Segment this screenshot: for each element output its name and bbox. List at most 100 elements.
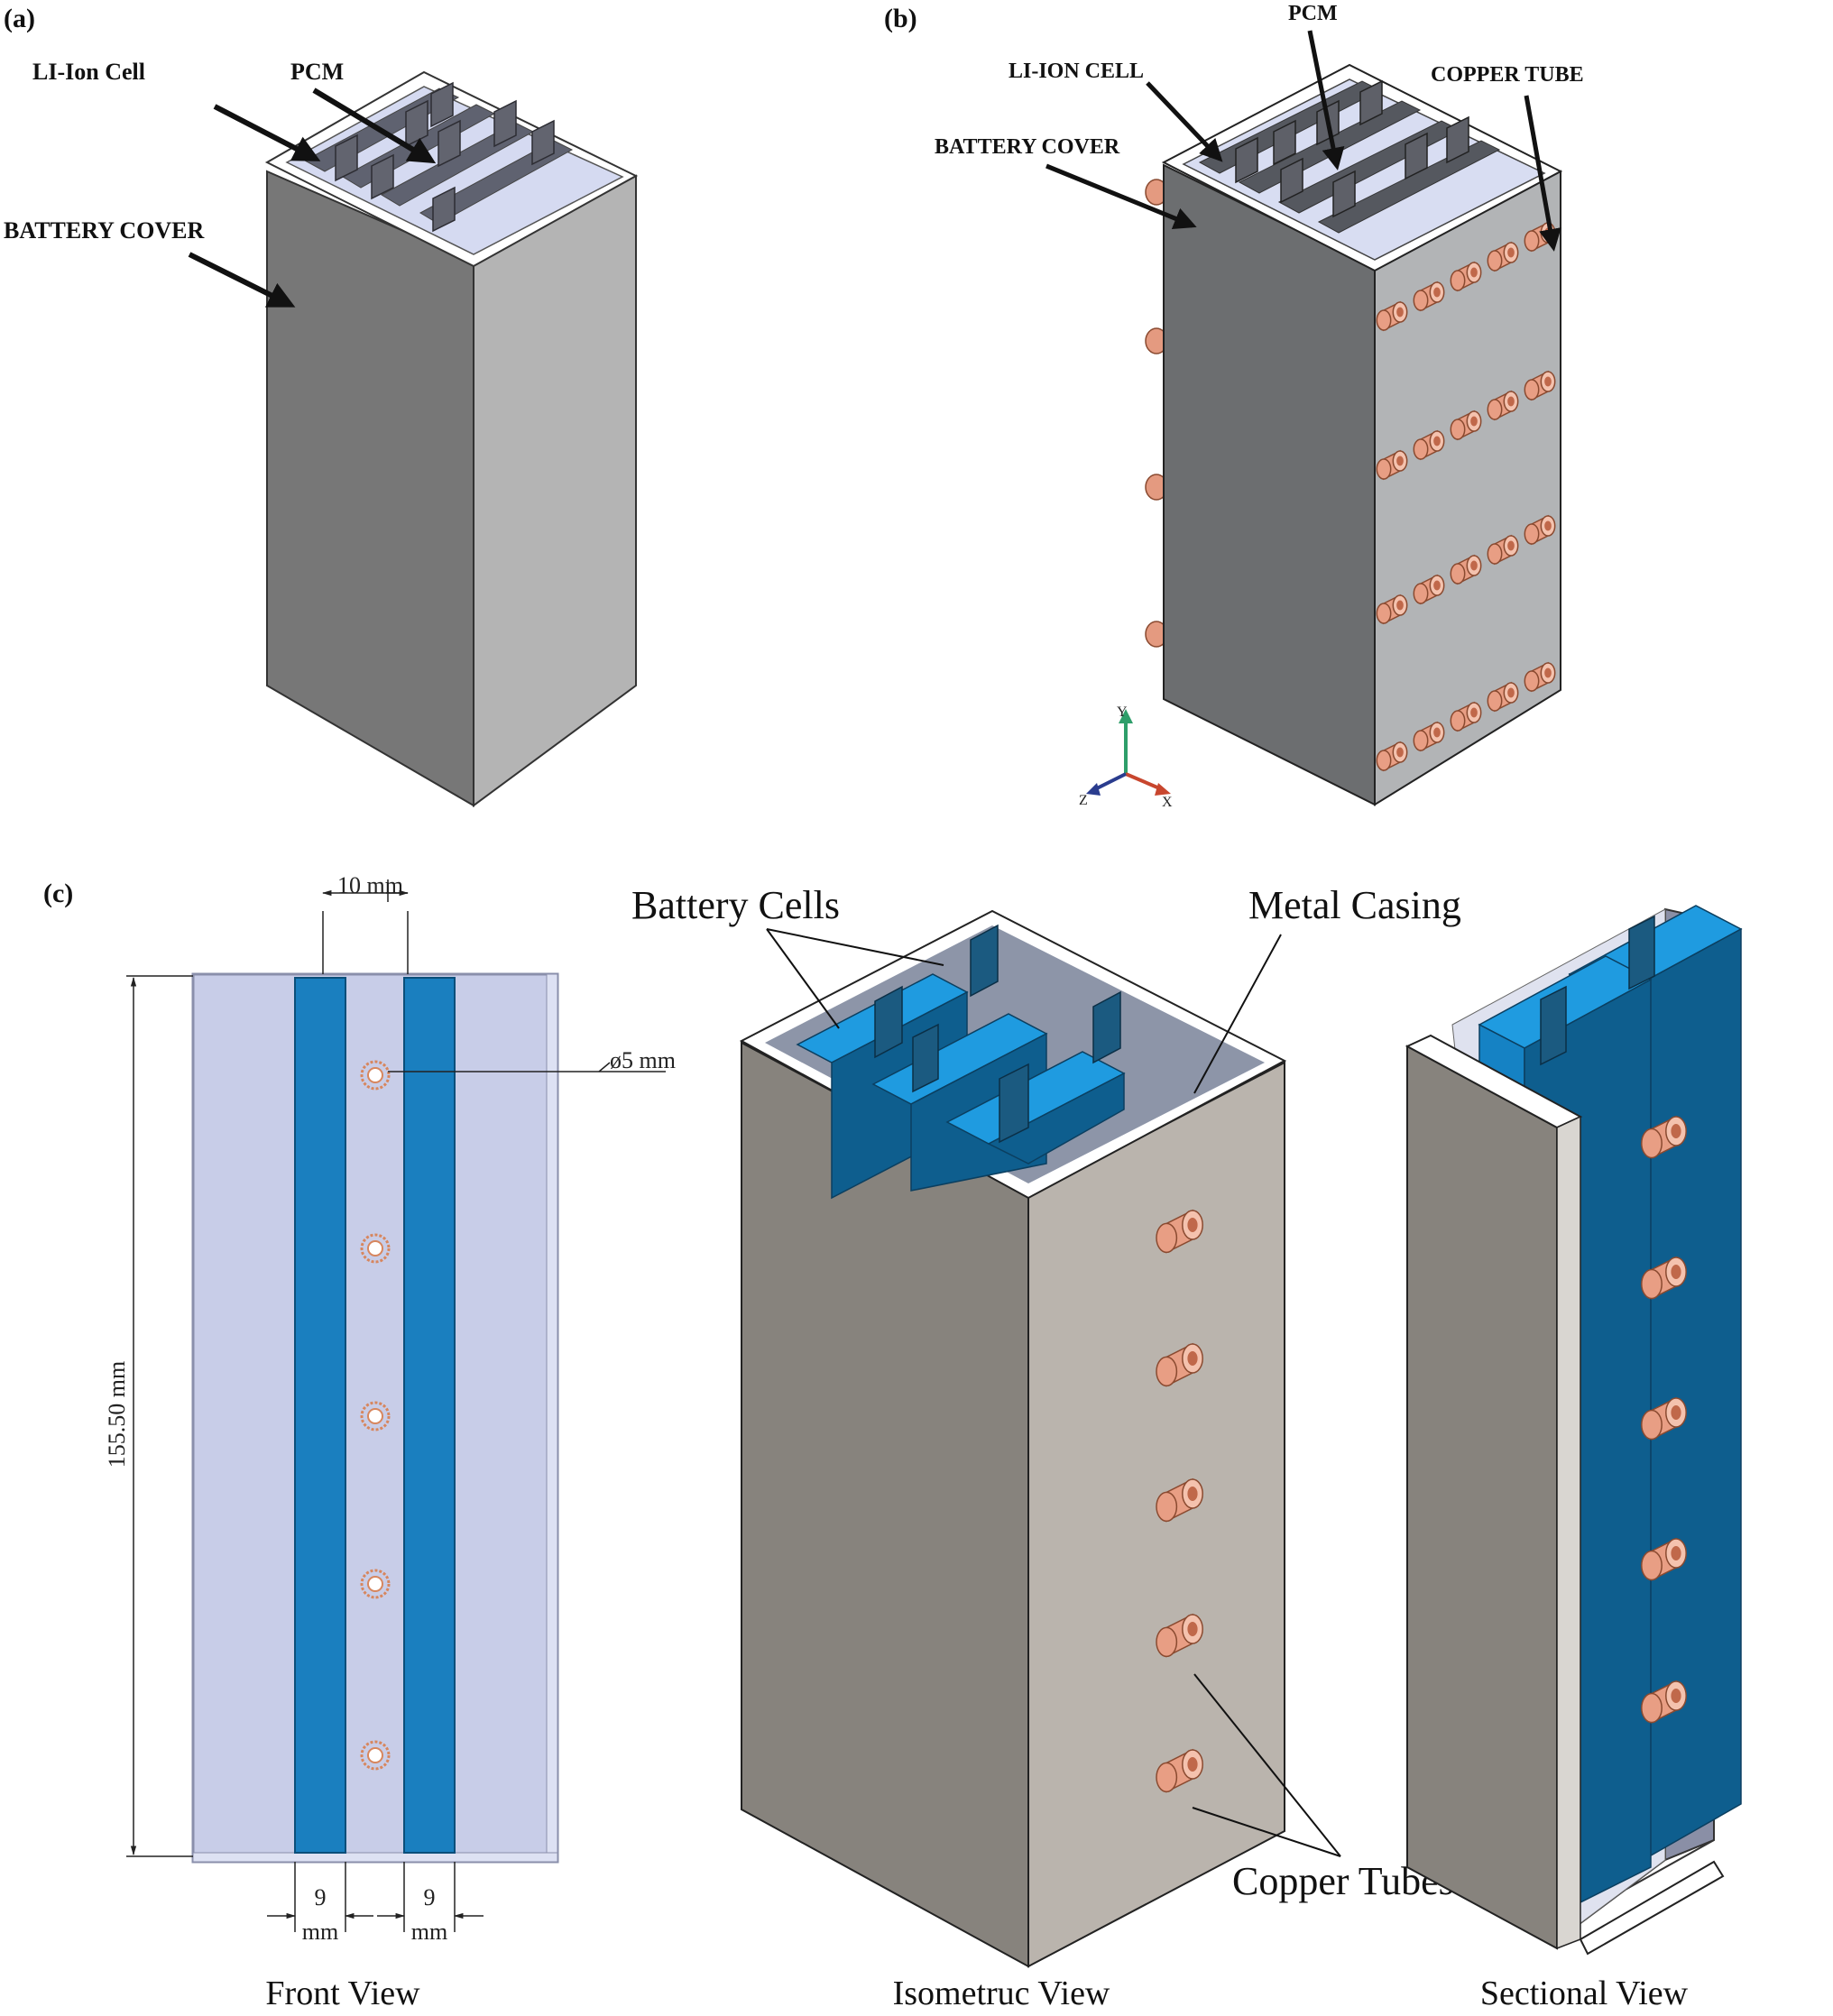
copper-tube: [1450, 701, 1482, 732]
copper-tube: [1450, 554, 1482, 585]
z-axis-label: Z: [1079, 793, 1088, 808]
iso-cell-3-side: [987, 1072, 1125, 1164]
copper-tube: [1487, 390, 1519, 421]
label-cover-a: BATTERY COVER: [4, 217, 205, 244]
tubes-sec: [1641, 1115, 1687, 1724]
copper-tube: [1376, 741, 1408, 772]
copper-tube: [1487, 681, 1519, 713]
front-tube: [360, 1401, 391, 1431]
y-axis-label: Y: [1117, 704, 1128, 720]
label-cell-a: LI-Ion Cell: [32, 59, 145, 85]
copper-tube: [1450, 261, 1482, 292]
panel-a-tag: (a): [4, 4, 35, 33]
x-axis-head: [1155, 783, 1171, 796]
front-tube: [360, 1569, 391, 1599]
panel-c-tag: (c): [43, 879, 73, 908]
label-cover-b: BATTERY COVER: [935, 135, 1120, 159]
cell-tabs-a: [335, 81, 555, 233]
copper-tube: [1524, 514, 1556, 546]
copper-tube: [1413, 281, 1445, 312]
panel-a: (a): [4, 4, 639, 807]
arrow-tube-b: [1524, 95, 1561, 252]
copper-tube: [1641, 1680, 1687, 1724]
caption-isometric: Isometruc View: [893, 1975, 1110, 2012]
copper-tube: [1376, 594, 1408, 625]
panel-b: (b): [884, 2, 1584, 810]
dim-diameter-label: ø5 mm: [610, 1047, 676, 1073]
casing-right-face: [1027, 1061, 1285, 1968]
copper-tube: [1450, 410, 1482, 441]
sectional-view: Sectional View: [1405, 905, 1743, 2012]
copper-tube: [1156, 1748, 1203, 1793]
cover-front-face: [266, 170, 474, 807]
front-casing-edge-bottom: [192, 1852, 558, 1863]
label-metal-casing: Metal Casing: [1248, 883, 1461, 927]
cover-front-face-b: [1163, 163, 1376, 806]
label-cell-b: LI-ION CELL: [1009, 60, 1144, 83]
dim-diameter-leader-tick: [598, 1062, 611, 1072]
copper-tube: [1524, 370, 1556, 401]
arrow-cell-a: [213, 104, 321, 161]
leader-battery-cells-2: [766, 928, 944, 966]
copper-tube: [1376, 449, 1408, 481]
copper-tube: [1156, 1613, 1203, 1658]
iso-tabs: [874, 924, 1121, 1144]
battery-box-b: [1161, 63, 1563, 806]
caption-sectional: Sectional View: [1480, 1975, 1689, 2012]
arrow-cover-a: [188, 252, 296, 308]
tubes-iso: [1156, 1209, 1203, 1793]
casing-left-face: [741, 1041, 1029, 1968]
panel-c: (c) 10: [43, 872, 1743, 2012]
arrow-pcm-b: [1307, 30, 1345, 170]
copper-tube: [1641, 1115, 1687, 1159]
front-tube: [360, 1740, 391, 1771]
copper-tube: [1413, 721, 1445, 752]
copper-tube: [1641, 1256, 1687, 1300]
label-battery-cells: Battery Cells: [631, 883, 840, 927]
leader-copper-tubes-1: [1193, 1673, 1341, 1857]
front-tubes: [360, 1060, 391, 1771]
sec-casing-left-edge: [1556, 1115, 1581, 1950]
copper-tube: [1376, 300, 1408, 332]
copper-tube: [1641, 1537, 1687, 1581]
sec-casing-left: [1406, 1045, 1558, 1950]
label-pcm-b: PCM: [1288, 2, 1338, 25]
battery-box-a: [264, 70, 639, 807]
arrow-cell-b: [1146, 81, 1223, 162]
arrow-pcm-a: [312, 87, 437, 164]
dim-widths: [267, 1862, 484, 1932]
dim-width-left-unit: mm: [302, 1919, 338, 1945]
dim-gap: [321, 879, 410, 974]
tubes-side-b: [1376, 221, 1556, 772]
leader-battery-cells-1: [766, 928, 840, 1029]
z-axis-head: [1086, 783, 1101, 796]
sec-casing-floor-front: [1579, 1860, 1725, 1956]
copper-tube: [1487, 534, 1519, 566]
dim-width-right-unit: mm: [411, 1919, 447, 1945]
isometric-view: Battery Cells Metal Casing Copper Tubes …: [631, 883, 1461, 2012]
front-cell-right: [403, 977, 456, 1854]
dim-height-label: 155.50 mm: [104, 1361, 130, 1468]
copper-tube: [1156, 1477, 1203, 1523]
copper-tube: [1641, 1396, 1687, 1441]
copper-tube: [1156, 1209, 1203, 1254]
y-axis-head: [1119, 709, 1133, 723]
front-tube: [360, 1233, 391, 1264]
z-axis-arrow: [1092, 772, 1127, 792]
dim-width-left-value: 9: [315, 1884, 327, 1910]
front-tube: [360, 1060, 391, 1091]
caption-front: Front View: [265, 1975, 420, 2012]
front-casing-edge-right: [546, 973, 558, 1863]
copper-tube: [1487, 241, 1519, 272]
dim-gap-label: 10 mm: [337, 872, 403, 898]
copper-tube: [1524, 661, 1556, 693]
front-view: 10 mm ø5 mm 155.50 mm: [104, 872, 676, 2012]
leader-metal-casing: [1193, 934, 1282, 1094]
dim-width-right-value: 9: [424, 1884, 436, 1910]
copper-tube: [1156, 1342, 1203, 1387]
label-tube-b: COPPER TUBE: [1431, 63, 1584, 87]
axis-triad: Y Z X: [1079, 704, 1173, 810]
dim-height: [126, 975, 193, 1857]
front-cell-left: [294, 977, 346, 1854]
